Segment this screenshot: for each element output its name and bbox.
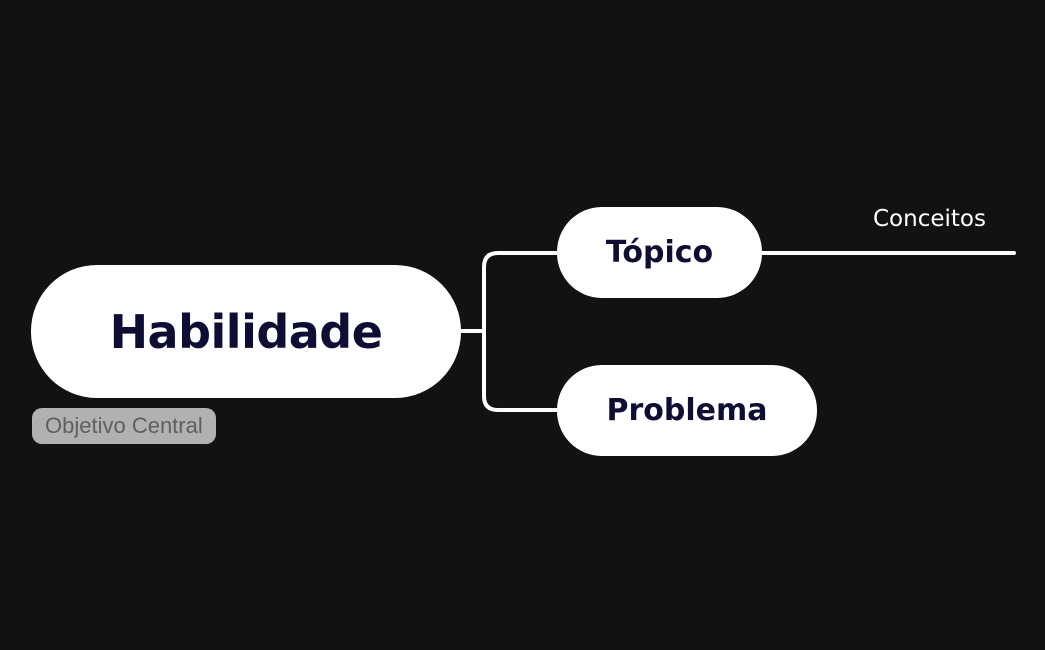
topic-node-label: Tópico [605,235,714,270]
central-topic-node[interactable]: Habilidade [31,265,461,398]
central-topic-tag-label: Objetivo Central [45,413,203,438]
central-topic-tag: Objetivo Central [32,408,216,444]
central-topic-label: Habilidade [109,304,383,359]
subtopic-label: Conceitos [873,206,986,232]
topic-node-topico[interactable]: Tópico [557,207,762,298]
subtopic-conceitos[interactable]: Conceitos [873,206,986,232]
topic-node-problema[interactable]: Problema [557,365,817,456]
topic-node-label: Problema [606,393,768,428]
connector-central-to-topics [459,251,559,412]
